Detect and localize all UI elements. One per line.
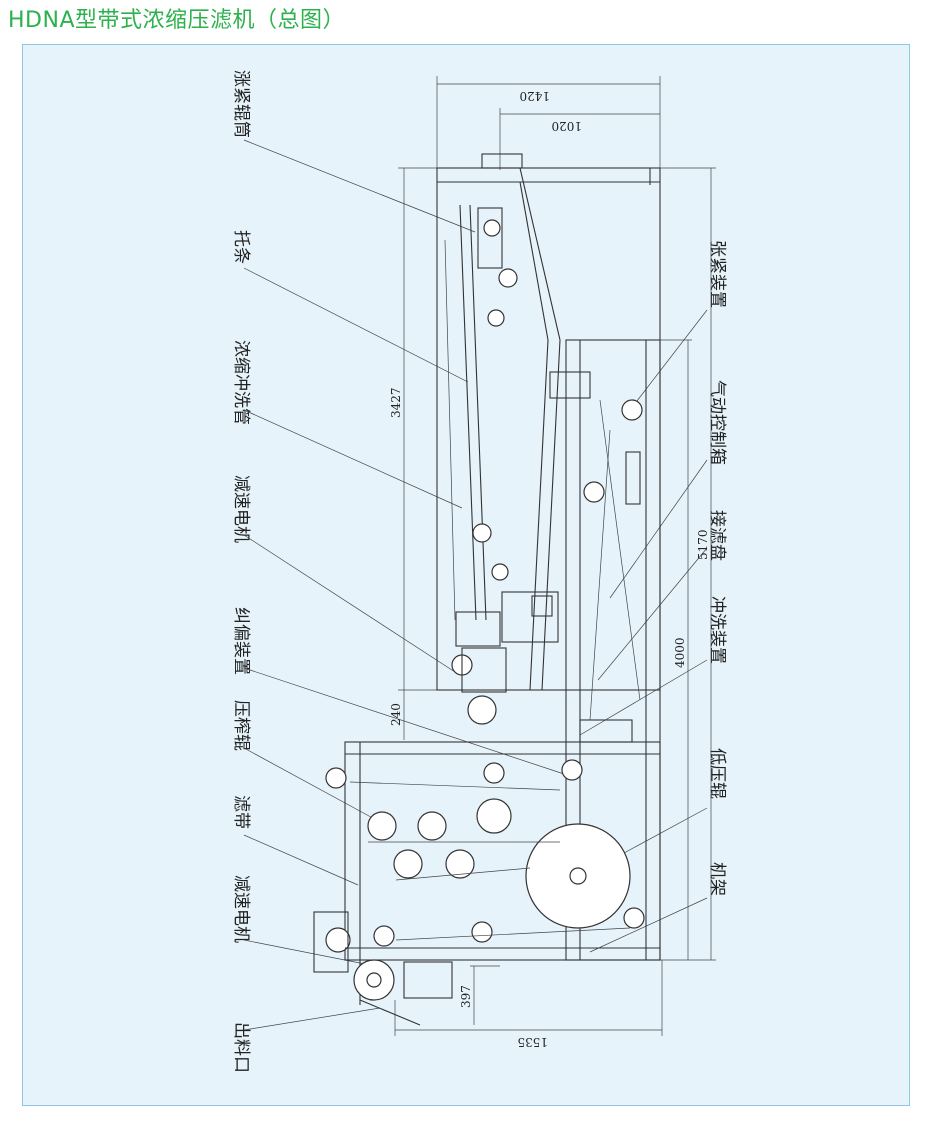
label-wash-device: 冲洗装置 [707,596,727,664]
dim-top-outer: 1420 [519,89,550,103]
label-press-roller: 压榨辊 [231,700,251,751]
dim-bottom-width: 1535 [517,1035,548,1049]
dim-height-lower: 4000 [673,637,687,668]
drawing-panel [22,44,910,1106]
dim-height-offset: 240 [389,703,403,726]
label-drip-tray: 接滤盘 [707,510,727,561]
labels-left: 涨紧辊筒 托条 浓缩冲洗管 减速电机 纠偏装置 压榨辊 滤带 减速电机 出料口 [231,70,251,1073]
labels-right: 张紧装置 气动控制箱 接滤盘 冲洗装置 低压辊 机架 [707,240,727,896]
page-title: HDNA型带式浓缩压滤机（总图） [8,8,345,33]
label-gear-motor-lower: 减速电机 [231,875,251,943]
label-low-pressure-roller: 低压辊 [707,748,727,799]
machine-outline [313,153,661,1026]
label-discharge-outlet: 出料口 [231,1022,251,1073]
dim-height-total: 5170 [696,529,710,560]
label-gear-motor-upper: 减速电机 [231,475,251,543]
leader-lines [243,139,708,1031]
label-thickening-wash-pipe: 浓缩冲洗管 [231,340,251,425]
dimensions: 1420 1020 3427 240 5170 4000 397 1535 [389,76,716,1049]
label-tension-roller: 涨紧辊筒 [231,70,251,138]
label-frame: 机架 [707,862,727,896]
dim-bottom-height: 397 [459,985,473,1008]
dim-height-left: 3427 [389,387,403,418]
dim-top-inner: 1020 [551,119,582,133]
label-tensioning-device: 张紧装置 [707,240,727,308]
label-deviation-correction: 纠偏装置 [231,607,251,675]
label-pneumatic-control-box: 气动控制箱 [707,380,727,465]
label-support-strip: 托条 [231,230,251,264]
label-filter-belt: 滤带 [231,795,251,829]
